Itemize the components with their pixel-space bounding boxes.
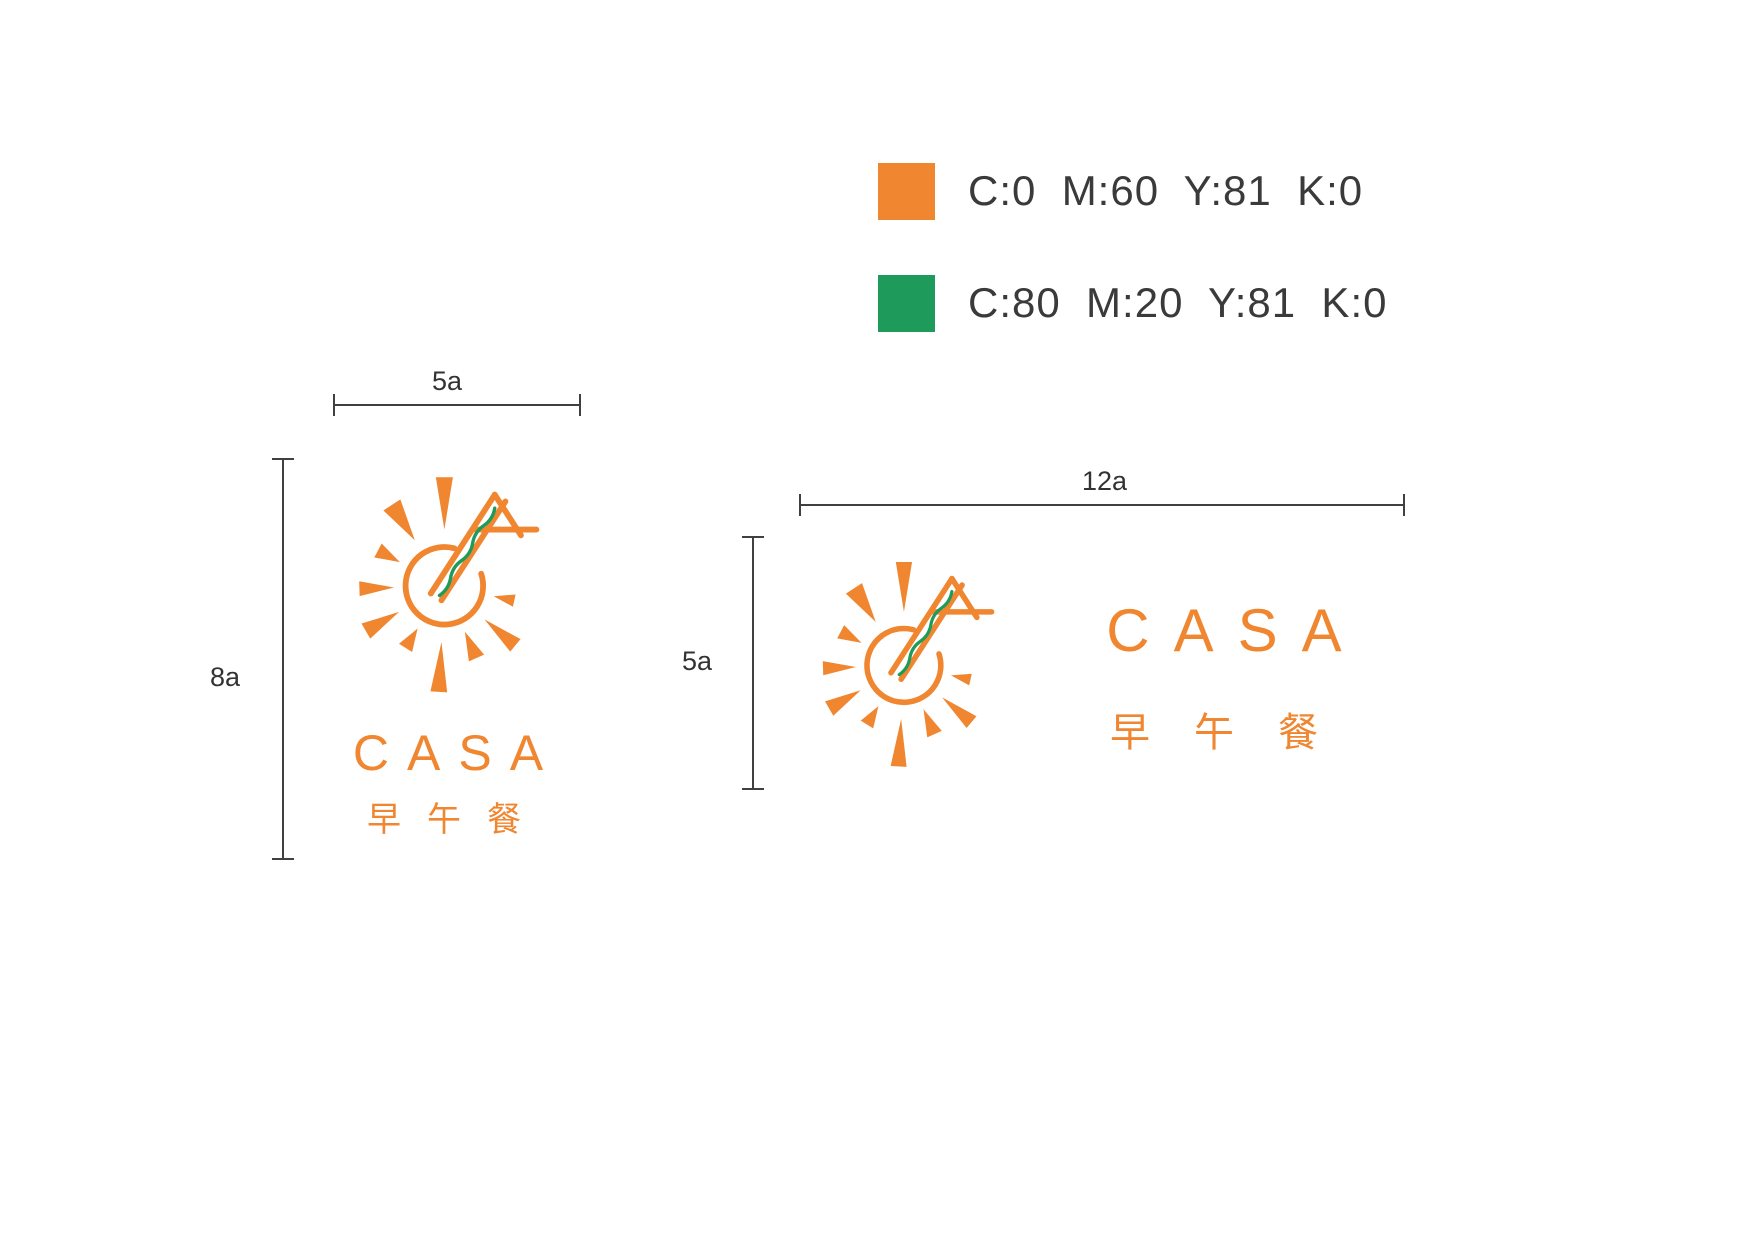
horizontal-lockup-width-dimension-line xyxy=(799,494,1405,516)
green-cmyk-value: C:80 M:20 Y:81 K:0 xyxy=(968,279,1388,326)
sun-logo-icon xyxy=(795,538,1035,778)
orange-swatch xyxy=(878,163,935,220)
casa-subtext: 早午餐 xyxy=(367,800,547,840)
vertical-lockup-width-label: 5a xyxy=(432,366,463,396)
vertical-lockup-height-label: 8a xyxy=(210,662,241,692)
casa-subtext: 早午餐 xyxy=(1110,710,1362,756)
casa-wordmark: CASA xyxy=(1106,597,1366,664)
sun-logo-icon xyxy=(330,452,582,704)
horizontal-lockup-height-label: 5a xyxy=(682,646,713,676)
casa-wordmark: CASA xyxy=(352,725,562,781)
horizontal-lockup-width-label: 12a xyxy=(1082,466,1128,496)
vertical-lockup-width-dimension-line xyxy=(333,394,581,416)
horizontal-lockup-height-dimension-line xyxy=(742,536,764,790)
orange-cmyk-value: C:0 M:60 Y:81 K:0 xyxy=(968,167,1364,214)
green-swatch xyxy=(878,275,935,332)
vertical-lockup-height-dimension-line xyxy=(272,458,294,860)
